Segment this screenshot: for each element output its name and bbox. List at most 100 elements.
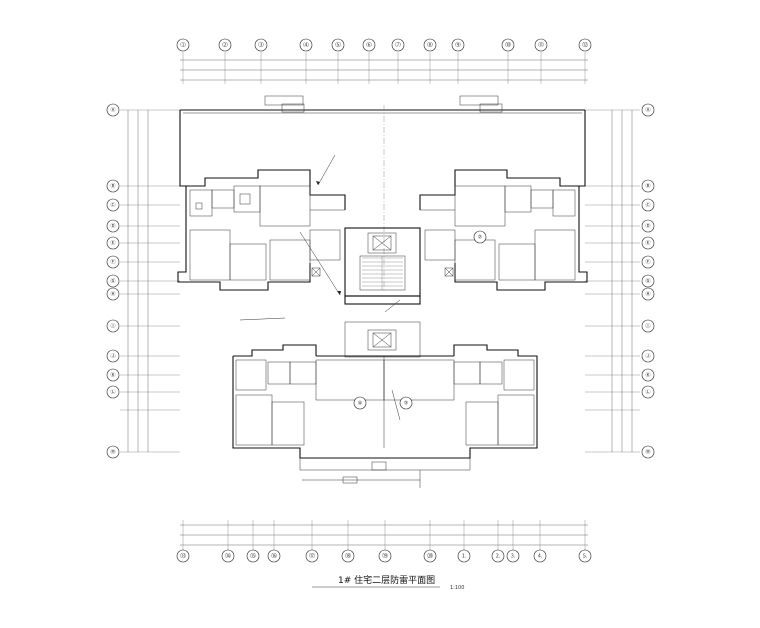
svg-text:Ⓐ: Ⓐ <box>110 107 115 114</box>
axis-bubble: Ⓘ <box>641 319 655 333</box>
svg-text:②: ② <box>478 235 483 241</box>
svg-text:⑽: ⑽ <box>505 42 510 49</box>
axis-bubble: Ⓓ <box>641 219 655 233</box>
zone-marker: ④ <box>353 396 367 410</box>
svg-text:③: ③ <box>404 401 408 407</box>
svg-text:⒉: ⒉ <box>495 554 500 560</box>
axis-bubble: Ⓑ <box>641 179 655 193</box>
svg-text:⒃: ⒃ <box>271 553 276 560</box>
svg-text:Ⓓ: Ⓓ <box>110 223 115 230</box>
svg-text:Ⓔ: Ⓔ <box>110 240 115 247</box>
axis-bubble: ⒈ <box>457 549 471 563</box>
drawing-title: 1# 住宅二层防雷平面图 <box>338 574 435 586</box>
svg-text:⑴: ⑴ <box>180 42 185 49</box>
zone-marker: ③ <box>399 396 413 410</box>
svg-text:Ⓓ: Ⓓ <box>645 223 650 230</box>
axis-bubble: Ⓖ <box>641 274 655 288</box>
axis-bubble: Ⓐ <box>641 103 655 117</box>
axis-bubble: Ⓓ <box>106 219 120 233</box>
axis-bubble: Ⓛ <box>106 385 120 399</box>
upper-terrace <box>179 95 586 290</box>
lightning-down-conductor <box>239 154 421 488</box>
svg-text:Ⓗ: Ⓗ <box>110 291 115 298</box>
svg-text:Ⓚ: Ⓚ <box>645 372 650 379</box>
axis-bubble: Ⓗ <box>106 287 120 301</box>
axis-bubble: ⑼ <box>451 38 465 52</box>
axis-bubble: Ⓕ <box>641 255 655 269</box>
svg-text:Ⓔ: Ⓔ <box>645 240 650 247</box>
svg-text:⑵: ⑵ <box>222 42 227 49</box>
axis-bubble: ⑸ <box>331 38 345 52</box>
elevator-icon <box>367 232 397 254</box>
top-axis-bubbles: ⑴ ⑵ ⑶ ⑷ ⑸ ⑹ ⑺ ⑻ ⑼ ⑽ ⑾ ⑿ <box>176 38 592 52</box>
svg-text:⑶: ⑶ <box>258 42 263 49</box>
svg-text:Ⓖ: Ⓖ <box>645 278 650 285</box>
lower-wing <box>232 344 538 484</box>
axis-bubble: Ⓐ <box>106 103 120 117</box>
axis-bubble: Ⓖ <box>106 274 120 288</box>
axis-bubble: Ⓜ <box>106 445 120 459</box>
svg-text:Ⓘ: Ⓘ <box>110 323 115 330</box>
bottom-axis-bubbles: ⒀ ⒁ ⒂ ⒃ ⒄ ⒅ ⒆ ⒇ ⒈ ⒉ ⒊ ⒋ ⒌ <box>176 549 592 563</box>
elevator-icon <box>367 329 397 351</box>
axis-bubble: ⒅ <box>341 549 355 563</box>
axis-bubble: ⑿ <box>578 38 592 52</box>
axis-bubble: Ⓔ <box>106 236 120 250</box>
svg-text:⑹: ⑹ <box>366 42 371 49</box>
svg-text:Ⓙ: Ⓙ <box>110 353 115 360</box>
right-dimension-chain <box>585 109 640 453</box>
drawing-scale: 1:100 <box>450 585 464 591</box>
axis-bubble: ⑾ <box>534 38 548 52</box>
axis-bubble: ⒋ <box>533 549 547 563</box>
svg-text:Ⓐ: Ⓐ <box>645 107 650 114</box>
svg-text:Ⓕ: Ⓕ <box>110 259 115 266</box>
left-axis-bubbles: Ⓐ Ⓑ Ⓒ Ⓓ Ⓔ Ⓕ Ⓖ Ⓗ Ⓘ Ⓙ Ⓚ Ⓛ Ⓜ <box>106 103 120 459</box>
axis-bubble: Ⓒ <box>641 198 655 212</box>
left-dimension-chain <box>120 109 180 453</box>
svg-text:⒁: ⒁ <box>225 553 230 560</box>
axis-bubble: Ⓙ <box>641 349 655 363</box>
axis-bubble: Ⓛ <box>641 385 655 399</box>
axis-bubble: ⒁ <box>221 549 235 563</box>
axis-bubble: Ⓙ <box>106 349 120 363</box>
svg-text:⒈: ⒈ <box>461 554 466 560</box>
axis-bubble: Ⓒ <box>106 198 120 212</box>
svg-text:⑾: ⑾ <box>538 42 543 49</box>
top-dimension-chain <box>180 52 588 84</box>
axis-bubble: ⒀ <box>176 549 190 563</box>
axis-bubble: ⒊ <box>506 549 520 563</box>
axis-bubble: Ⓕ <box>106 255 120 269</box>
zone-marker: ② <box>473 230 487 244</box>
right-upper-unit <box>419 169 588 291</box>
svg-text:Ⓗ: Ⓗ <box>645 291 650 298</box>
axis-bubble: ⒉ <box>491 549 505 563</box>
svg-text:Ⓑ: Ⓑ <box>110 183 115 190</box>
svg-text:⒀: ⒀ <box>180 553 185 560</box>
axis-bubble: ⑻ <box>423 38 437 52</box>
svg-text:Ⓙ: Ⓙ <box>645 353 650 360</box>
svg-text:⒆: ⒆ <box>382 553 387 560</box>
svg-text:Ⓛ: Ⓛ <box>110 389 115 396</box>
axis-bubble: Ⓑ <box>106 179 120 193</box>
axis-bubble: ⒄ <box>305 549 319 563</box>
svg-text:⒊: ⒊ <box>510 554 515 560</box>
svg-text:⑺: ⑺ <box>395 42 400 49</box>
axis-bubble: Ⓚ <box>641 368 655 382</box>
svg-text:Ⓘ: Ⓘ <box>645 323 650 330</box>
svg-text:⑼: ⑼ <box>455 42 460 49</box>
svg-text:⑻: ⑻ <box>427 42 432 49</box>
axis-bubble: ⒆ <box>378 549 392 563</box>
svg-text:⒅: ⒅ <box>345 553 350 560</box>
axis-bubble: ⑴ <box>176 38 190 52</box>
svg-text:Ⓜ: Ⓜ <box>110 449 115 456</box>
svg-text:Ⓚ: Ⓚ <box>110 372 115 379</box>
axis-bubble: ⒇ <box>423 549 437 563</box>
axis-bubble: ⑶ <box>254 38 268 52</box>
stair-core <box>344 227 421 358</box>
svg-text:⒇: ⒇ <box>427 553 432 560</box>
axis-bubble: ⑺ <box>391 38 405 52</box>
svg-text:Ⓒ: Ⓒ <box>645 202 650 209</box>
axis-bubble: Ⓜ <box>641 445 655 459</box>
axis-bubble: Ⓘ <box>106 319 120 333</box>
